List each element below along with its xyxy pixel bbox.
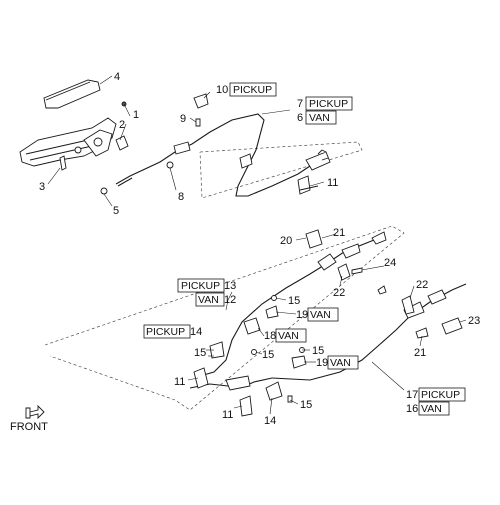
upper-dashed-frame [199,141,363,199]
callout-16-tag: VAN [421,403,442,415]
bolt-9 [195,118,201,127]
callout-16: 16 [406,403,418,415]
callout-21-right: 21 [414,347,426,359]
callout-14-top: 14 [190,326,202,338]
callout-19-b-tag: VAN [330,357,351,369]
tag-box-19-b [327,355,359,370]
tag-box-10 [229,82,277,97]
lever-grip-cover [43,79,101,109]
callout-14-bottom: 14 [264,415,276,427]
clip-15-b [209,341,225,359]
callout-23: 23 [468,315,480,327]
callout-12: 12 [224,294,236,306]
clip-20 [305,229,323,249]
tag-box-17 [418,387,466,402]
tag-box-16 [418,401,450,416]
bolt-8 [166,161,174,169]
callout-24: 24 [384,257,396,269]
callout-10-tag: PICKUP [233,84,272,96]
callout-18-tag: VAN [278,330,299,342]
front-cable [115,113,331,197]
callout-labels: 4 1 2 3 5 8 9 10 PICKUP 7 PICKUP 6 VAN 1… [39,71,480,427]
nut-5 [100,187,108,195]
tag-box-14-top [143,324,191,339]
callout-6: 6 [297,112,303,124]
callout-15-a: 15 [288,295,300,307]
callout-6-tag: VAN [309,112,330,124]
bracket-11-top [297,175,319,195]
front-indicator: FRONT [10,404,48,433]
tag-box-7 [305,96,353,111]
bolt-15-a [271,295,277,301]
callout-5: 5 [113,205,119,217]
callout-19-a-tag: VAN [310,309,331,321]
tag-box-13 [177,278,225,293]
rear-right-cable [189,283,467,391]
callout-22-top: 22 [333,287,345,299]
callout-15-d: 15 [312,345,324,357]
callout-8: 8 [178,191,184,203]
clip-19-a [265,305,279,319]
callout-17: 17 [406,389,418,401]
callout-2: 2 [119,119,125,131]
callout-20: 20 [280,235,292,247]
handbrake-lever-assembly [19,101,129,171]
callout-15-b: 15 [194,347,206,359]
callout-22-right: 22 [416,279,428,291]
callout-11-bottom: 11 [222,409,233,421]
callout-15-bottom: 15 [300,399,312,411]
bracket-23 [441,317,463,335]
clip-21-right [415,327,429,339]
callout-7: 7 [297,98,303,110]
tag-box-6 [305,110,337,125]
callout-4: 4 [114,71,120,83]
lower-dashed-frame [44,225,405,411]
callout-1: 1 [133,109,139,121]
callout-3: 3 [39,181,45,193]
front-arrow-icon [25,404,45,420]
callout-17-tag: PICKUP [421,389,460,401]
clip-22-top [337,263,351,281]
bolt-15-bottom [287,395,293,403]
tag-box-19-a [307,307,339,322]
callout-11-left: 11 [174,376,185,388]
clip-18 [243,317,261,335]
tag-box-18 [275,328,307,343]
clip-14-bottom [265,381,283,401]
callout-15-c: 15 [262,349,274,361]
callout-13-tag: PICKUP [181,280,220,292]
front-label: FRONT [10,421,48,433]
leader-lines [47,75,467,415]
clip-22-right [401,295,415,315]
bolt-15-c [251,347,305,355]
callout-19-b: 19 [316,357,328,369]
callout-14-top-tag: PICKUP [146,326,185,338]
clip-19-b [291,355,307,369]
callout-9: 9 [180,113,186,125]
callout-18: 18 [264,330,276,342]
callout-10: 10 [216,84,228,96]
callout-21-top: 21 [333,227,345,239]
callout-7-tag: PICKUP [309,98,348,110]
bracket-11-bottom [239,395,253,417]
callout-11-top: 11 [327,177,338,189]
callout-19-a: 19 [296,309,308,321]
callout-13: 13 [224,280,236,292]
callout-12-tag: VAN [198,294,219,306]
tag-box-12 [195,292,225,307]
bracket-11-left [193,367,209,389]
bolt-24 [351,267,387,295]
